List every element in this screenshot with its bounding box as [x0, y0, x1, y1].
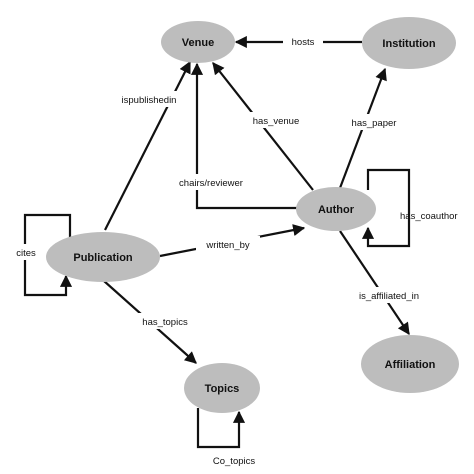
edge-ispublishedin	[104, 60, 191, 231]
edge-label-bg-has-topics	[134, 313, 196, 329]
edge-co-topics	[196, 408, 246, 449]
node-label-affiliation: Affiliation	[385, 359, 436, 371]
edge-label-has-coauthor: has_coauthor	[400, 211, 458, 222]
edge-is-affiliated-in	[339, 230, 410, 336]
node-label-institution: Institution	[382, 38, 435, 50]
node-institution: Institution	[362, 17, 456, 69]
node-label-author: Author	[318, 204, 355, 216]
edge-label-cites: cites	[16, 248, 36, 259]
node-affiliation: Affiliation	[361, 335, 459, 393]
edge-label-bg-co-topics	[205, 453, 263, 468]
node-publication: Publication	[46, 232, 160, 282]
edge-label-co-topics: Co_topics	[213, 456, 255, 467]
edge-label-bg-written-by	[196, 236, 260, 252]
node-venue: Venue	[161, 21, 235, 63]
node-label-topics: Topics	[205, 383, 240, 395]
edge-label-bg-chairs-reviewer	[168, 174, 254, 190]
edge-label-chairs-reviewer: chairs/reviewer	[179, 178, 243, 189]
edge-label-bg-ispublishedin	[113, 91, 185, 107]
node-label-venue: Venue	[182, 37, 214, 49]
node-author: Author	[296, 187, 376, 231]
edge-label-hosts: hosts	[292, 37, 315, 48]
edge-label-has-venue: has_venue	[253, 116, 299, 127]
edge-label-bg-is-affiliated-in	[346, 287, 432, 303]
edge-label-bg-hosts	[283, 33, 323, 49]
edge-chairs-reviewer	[190, 62, 298, 210]
edge-label-bg-cites	[10, 244, 42, 260]
edge-has-coauthor	[361, 168, 411, 248]
edge-label-is-affiliated-in: is_affiliated_in	[359, 291, 419, 302]
edge-label-written-by: written_by	[205, 240, 250, 251]
edge-label-bg-has-venue	[246, 112, 306, 128]
node-topics: Topics	[184, 363, 260, 413]
edge-label-has-topics: has_topics	[142, 317, 188, 328]
edge-label-bg-has-paper	[346, 114, 402, 130]
node-label-publication: Publication	[73, 252, 133, 264]
edge-label-has-paper: has_paper	[352, 118, 397, 129]
edge-label-ispublishedin: ispublishedin	[122, 95, 177, 106]
